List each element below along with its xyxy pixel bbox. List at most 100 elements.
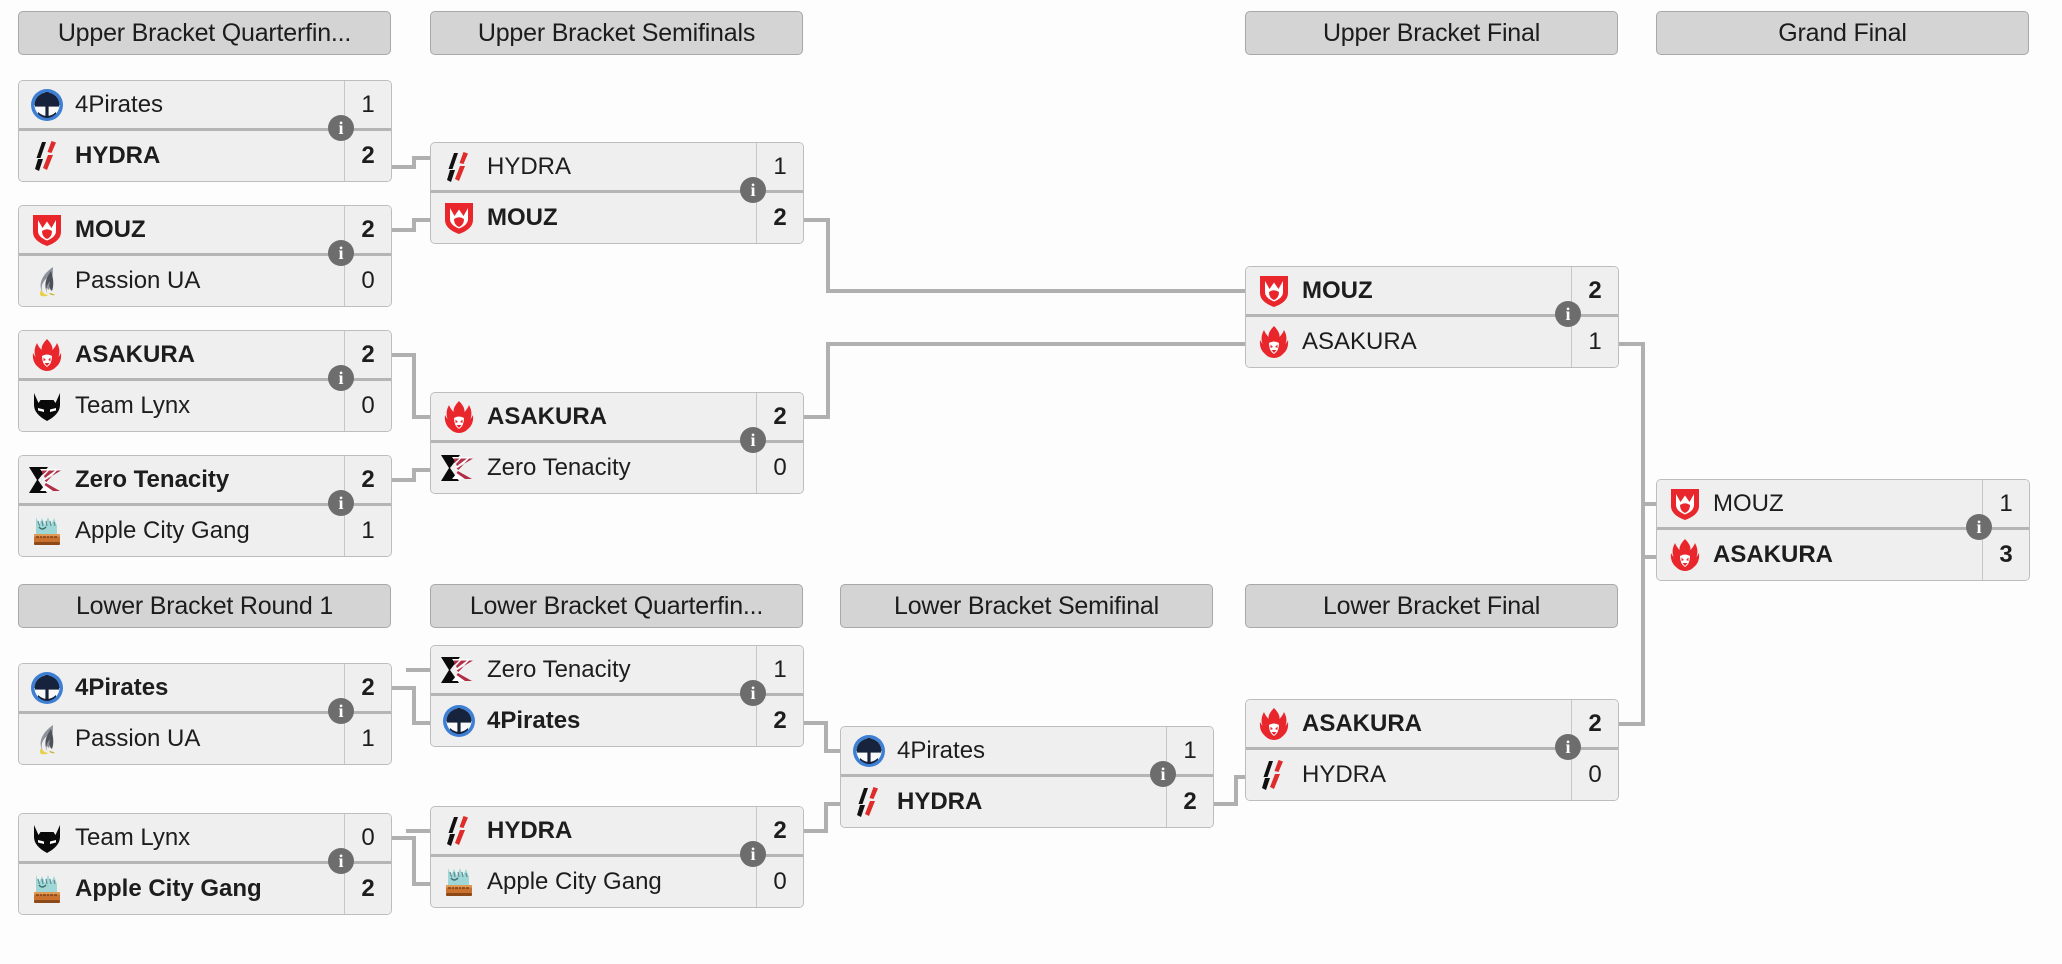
connector-line [392, 228, 412, 232]
connector-line [804, 415, 826, 419]
info-icon[interactable]: i [328, 365, 354, 391]
connector-line [804, 829, 824, 833]
connector-line [1234, 775, 1245, 779]
connector-line [412, 218, 416, 232]
connector-line [824, 802, 828, 833]
mouz-logo [1657, 480, 1713, 527]
team-name: 4Pirates [75, 673, 169, 701]
round-header-lbqf: Lower Bracket Quarterfin... [430, 584, 803, 628]
match-row-bottom[interactable]: Passion UA 0 [19, 256, 391, 306]
connector-line [406, 668, 430, 672]
connector-line [412, 468, 416, 482]
team-score: 0 [756, 443, 803, 493]
connector-line [826, 289, 1245, 293]
connector-line [1214, 802, 1234, 806]
passionua-logo [19, 714, 75, 764]
4pirates-logo [19, 81, 75, 128]
team-name: HYDRA [487, 816, 573, 844]
team-score: 2 [756, 393, 803, 440]
info-icon[interactable]: i [328, 240, 354, 266]
connector-line [412, 468, 430, 472]
team-name: Apple City Gang [75, 517, 250, 544]
connector-line [392, 478, 412, 482]
team-score: 2 [344, 664, 391, 711]
team-name: ASAKURA [1302, 328, 1417, 355]
team-score: 2 [1571, 267, 1618, 314]
connector-line [412, 353, 416, 419]
info-icon[interactable]: i [328, 698, 354, 724]
info-icon[interactable]: i [1966, 514, 1992, 540]
connector-line [392, 353, 412, 357]
team-score: 0 [344, 256, 391, 306]
info-icon[interactable]: i [328, 490, 354, 516]
info-icon[interactable]: i [1150, 761, 1176, 787]
team-name: MOUZ [487, 204, 558, 231]
info-icon[interactable]: i [740, 841, 766, 867]
connector-line [1234, 775, 1238, 806]
team-name: MOUZ [1302, 276, 1373, 304]
connector-line [412, 836, 416, 886]
info-icon[interactable]: i [740, 680, 766, 706]
info-icon[interactable]: i [328, 115, 354, 141]
team-score: 2 [344, 456, 391, 503]
team-score: 0 [756, 857, 803, 907]
info-icon[interactable]: i [740, 177, 766, 203]
info-icon[interactable]: i [1555, 301, 1581, 327]
connector-line [824, 802, 840, 806]
info-icon[interactable]: i [328, 848, 354, 874]
connector-line [826, 342, 830, 419]
connector-line [1641, 502, 1656, 506]
lynx-logo [19, 381, 75, 431]
asakura-logo [1657, 530, 1713, 580]
info-icon[interactable]: i [740, 427, 766, 453]
round-header-ubsf: Upper Bracket Semifinals [430, 11, 803, 55]
team-name: ASAKURA [1302, 709, 1422, 737]
info-icon[interactable]: i [1555, 734, 1581, 760]
team-name: ASAKURA [487, 402, 607, 430]
4pirates-logo [19, 664, 75, 711]
team-name: Passion UA [75, 267, 201, 294]
connector-line [804, 721, 824, 725]
